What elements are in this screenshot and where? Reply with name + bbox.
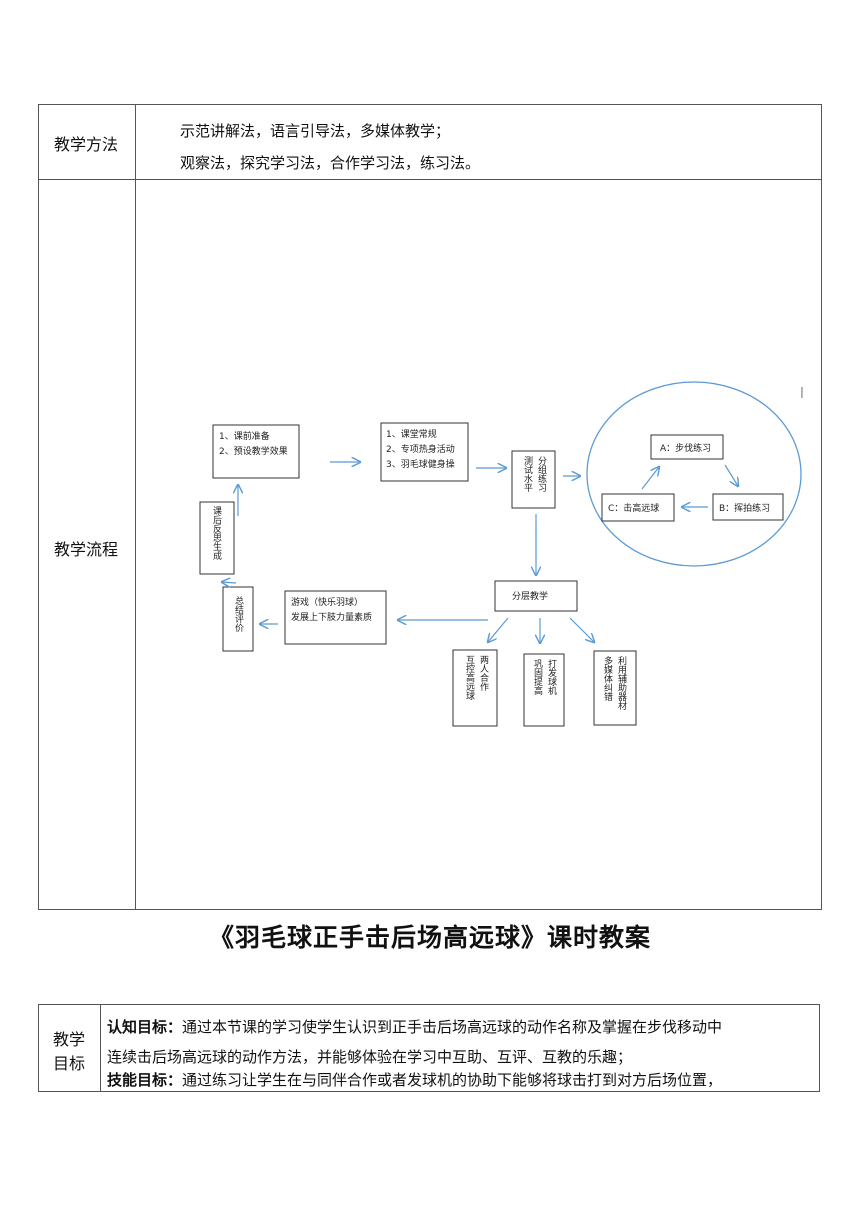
goal-cognitive-text-1: 通过本节课的学习使学生认识到正手击后场高远球的动作名称及掌握在步伐移动中: [182, 1018, 723, 1036]
box-prep-line-1: 1、课前准备: [219, 430, 270, 442]
goals-divider-vertical: [100, 1004, 101, 1092]
box-game-line-2: 发展上下肢力量素质: [291, 611, 372, 623]
sub-box-media: 利用辅助器材 多媒体纠错: [593, 650, 637, 726]
box-summary-label: 总结评价: [233, 595, 244, 632]
sub-box-pair: 两人合作 互控高远球: [452, 649, 498, 727]
box-reflect-label: 课后反思生成: [211, 506, 222, 561]
document-title: 《羽毛球正手击后场高远球》课时教案: [208, 923, 651, 952]
teaching-flow-diagram: l 1、课前准备 2、预设教学效果 1、课堂常规 2、专项热身活动 3、羽毛球健…: [199, 381, 804, 727]
box-test-group: 测试水平 分组练习: [511, 450, 556, 509]
box-class: 1、课堂常规 2、专项热身活动 3、羽毛球健身操: [380, 422, 469, 482]
sub-machine-col-1: 打发球机: [546, 658, 557, 696]
goal-skill-head: 技能目标：: [107, 1071, 183, 1089]
table-divider-horizontal: [38, 179, 822, 180]
sub-box-machine: 打发球机 巩固提高: [523, 653, 565, 727]
box-game-line-1: 游戏（快乐羽球）: [291, 596, 363, 608]
box-prep: 1、课前准备 2、预设教学效果: [212, 424, 300, 479]
box-layered-label: 分层教学: [512, 590, 548, 602]
box-class-line-3: 3、羽毛球健身操: [386, 458, 455, 470]
methods-label: 教学方法: [54, 135, 119, 154]
box-reflect: 课后反思生成: [199, 501, 235, 575]
sub-machine-col-2: 巩固提高: [532, 659, 543, 696]
arrow-c-to-a: [641, 467, 659, 490]
cycle-b-label: B：挥拍练习: [719, 502, 770, 514]
arrow-summary-to-reflect: [222, 582, 237, 583]
box-prep-line-2: 2、预设教学效果: [219, 445, 288, 457]
goal-cognitive-line-1: 认知目标：通过本节课的学习使学生认识到正手击后场高远球的动作名称及掌握在步伐移动…: [107, 1016, 722, 1037]
goal-skill-line: 技能目标：通过练习让学生在与同伴合作或者发球机的协助下能够将球击打到对方后场位置…: [107, 1069, 722, 1090]
box-class-line-2: 2、专项热身活动: [386, 443, 455, 455]
arrow-a-to-b: [724, 464, 738, 486]
cycle-box-a: A：步伐练习: [650, 434, 724, 460]
goals-table: [38, 1004, 820, 1092]
box-game: 游戏（快乐羽球） 发展上下肢力量素质: [284, 590, 387, 645]
sub-media-col-1: 利用辅助器材: [616, 655, 627, 710]
methods-line-1: 示范讲解法，语言引导法，多媒体教学；: [180, 122, 451, 140]
box-summary: 总结评价: [222, 586, 254, 652]
goal-cognitive-line-2: 连续击后场高远球的动作方法，并能够体验在学习中互助、互评、互教的乐趣；: [107, 1048, 633, 1066]
cycle-c-label: C：击高远球: [608, 502, 659, 514]
sub-pair-col-2: 互控高远球: [464, 655, 475, 700]
lesson-table: [38, 104, 822, 910]
goals-label-line-1: 教学: [53, 1030, 86, 1049]
goal-cognitive-head: 认知目标：: [107, 1018, 183, 1036]
sub-pair-col-1: 两人合作: [478, 655, 489, 692]
box-layered: 分层教学: [494, 580, 578, 612]
flow-label: 教学流程: [54, 540, 119, 559]
arrow-layered-to-media: [569, 617, 594, 642]
cycle-box-b: B：挥拍练习: [712, 493, 784, 521]
box-test-col: 测试水平: [522, 456, 533, 493]
cycle-a-label: A：步伐练习: [660, 442, 711, 454]
sub-media-col-2: 多媒体纠错: [602, 655, 613, 702]
box-group-col: 分组练习: [536, 456, 547, 493]
goals-label-line-2: 目标: [53, 1054, 86, 1073]
goal-skill-text: 通过练习让学生在与同伴合作或者发球机的协助下能够将球击打到对方后场位置，: [182, 1071, 723, 1089]
box-class-line-1: 1、课堂常规: [386, 428, 437, 440]
cycle-box-c: C：击高远球: [601, 493, 675, 522]
practice-cycle-circle: [586, 381, 802, 567]
table-divider-vertical: [135, 104, 136, 910]
corner-mark: l: [800, 386, 804, 402]
methods-line-2: 观察法，探究学习法，合作学习法，练习法。: [180, 154, 481, 172]
arrow-layered-to-pair: [488, 617, 509, 642]
